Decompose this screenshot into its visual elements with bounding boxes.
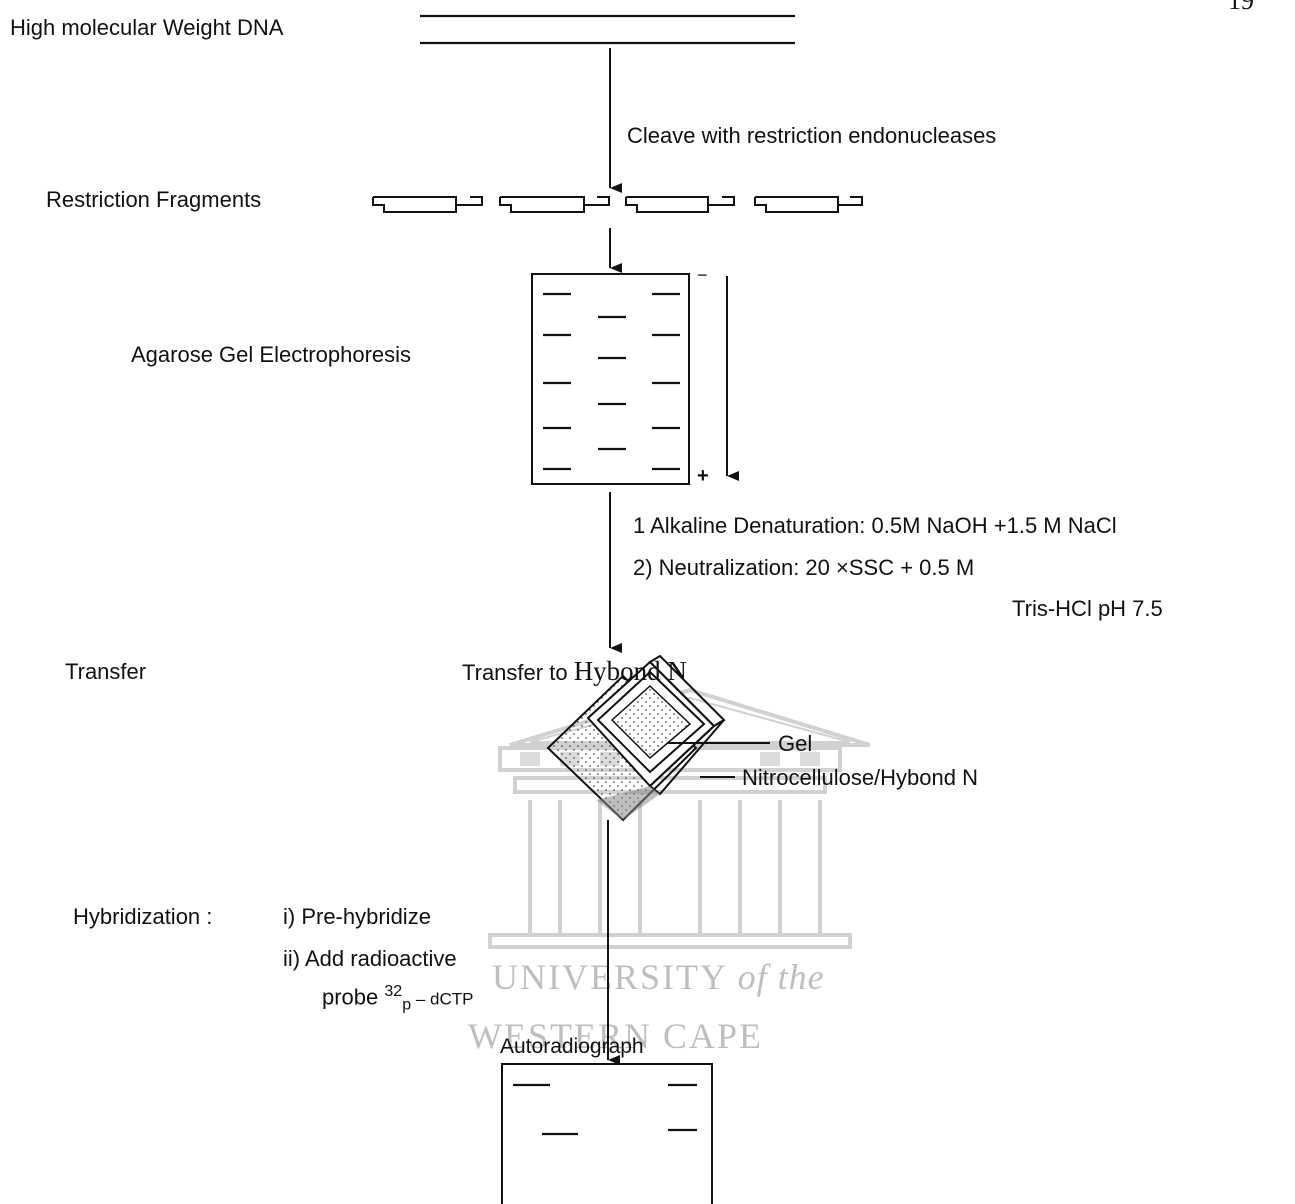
probe-isotope-symbol: p	[402, 996, 412, 1014]
page-number: 19	[1228, 0, 1254, 15]
autoradiograph-film	[501, 1063, 713, 1204]
probe-label: probe 32p – dCTP	[322, 984, 473, 1014]
add-probe-label: ii) Add radioactive	[283, 946, 457, 971]
fragments-label: Restriction Fragments	[46, 187, 262, 212]
denaturation-label: 1 Alkaline Denaturation: 0.5M NaOH +1.5 …	[633, 513, 1117, 538]
autoradiograph-bands	[513, 1083, 697, 1136]
autoradiograph-label: Autoradiograph	[500, 1035, 644, 1058]
neutralization-label: 2) Neutralization: 20 ×SSC + 0.5 M	[633, 555, 975, 580]
gel-label: Gel	[778, 731, 813, 756]
dna-label: High molecular Weight DNA	[10, 15, 284, 40]
gel-sheet	[596, 670, 706, 774]
agarose-gel	[531, 273, 690, 485]
probe-word: probe	[322, 984, 379, 1010]
probe-suffix: – dCTP	[411, 989, 474, 1009]
watermark-line2: WESTERN CAPE	[468, 1016, 764, 1056]
transfer-label: Transfer	[65, 659, 147, 684]
gel-minus-sign: −	[697, 265, 708, 285]
tris-label: Tris-HCl pH 7.5	[1012, 596, 1163, 621]
electrophoresis-label: Agarose Gel Electrophoresis	[131, 342, 412, 367]
transfer-to-prefix: Transfer to	[462, 660, 568, 685]
prehybridize-label: i) Pre-hybridize	[283, 904, 431, 929]
probe-isotope-mass: 32	[384, 983, 403, 1000]
transfer-target: Hybond N	[573, 656, 687, 686]
gel-bands	[543, 292, 680, 471]
restriction-fragments	[372, 196, 863, 213]
transfer-stack	[546, 654, 726, 822]
hybridization-label: Hybridization :	[73, 904, 213, 929]
dna-strands	[420, 14, 795, 45]
cleave-label: Cleave with restriction endonucleases	[627, 123, 997, 148]
transfer-to-label: Transfer to Hybond N	[462, 658, 687, 685]
gel-plus-sign: +	[697, 465, 709, 487]
membrane-label: Nitrocellulose/Hybond N	[742, 765, 978, 790]
